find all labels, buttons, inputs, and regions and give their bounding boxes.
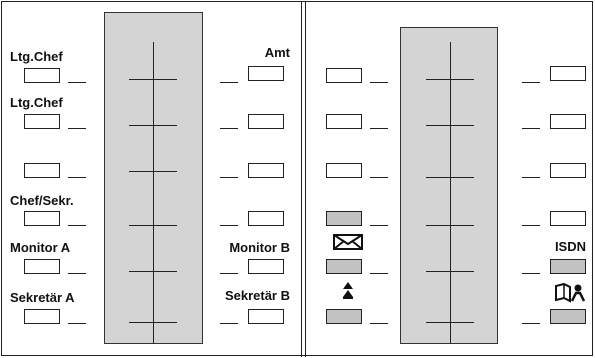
key-led [220,323,238,324]
function-key-shaded[interactable] [550,309,586,324]
key-led [220,128,238,129]
function-key[interactable] [550,66,586,81]
label-isdn: ISDN [554,239,586,254]
label-amt: Amt [264,45,290,60]
key-led [220,177,238,178]
key-led [370,323,388,324]
key-led [370,177,388,178]
function-key[interactable] [326,114,362,129]
label-ltg-chef-1: Ltg.Chef [10,49,63,64]
function-key-shaded[interactable] [326,211,362,226]
strip-divider [426,79,474,80]
function-key[interactable] [550,211,586,226]
function-key[interactable] [326,163,362,178]
key-led [220,82,238,83]
strip-divider [129,79,177,80]
function-key[interactable] [24,163,60,178]
function-key-shaded[interactable] [550,259,586,274]
key-led [68,177,86,178]
strip-divider [426,177,474,178]
function-key[interactable] [24,114,60,129]
strip-divider [426,271,474,272]
strip-divider [129,225,177,226]
key-led [370,225,388,226]
strip-divider [426,225,474,226]
key-led [370,82,388,83]
key-led [68,128,86,129]
key-led [220,225,238,226]
key-led [522,225,540,226]
function-key[interactable] [24,309,60,324]
key-led [68,323,86,324]
strip-center-line [450,42,451,344]
arrow-up-icon [330,281,366,301]
key-led [522,323,540,324]
strip-center-line [153,42,154,344]
strip-divider [426,125,474,126]
label-strip-right [400,27,498,344]
label-monitor-b: Monitor B [229,240,290,255]
label-sekretaer-a: Sekretär A [10,290,75,305]
key-led [522,177,540,178]
key-led [370,128,388,129]
key-led [370,273,388,274]
function-key[interactable] [24,259,60,274]
key-led [68,82,86,83]
phonebook-icon [552,282,588,304]
key-led [68,225,86,226]
strip-divider [426,322,474,323]
panel-divider [301,1,302,357]
label-chef-sekr: Chef/Sekr. [10,193,74,208]
function-key[interactable] [248,163,284,178]
key-led [522,273,540,274]
function-key-shaded[interactable] [326,259,362,274]
envelope-icon [330,233,366,251]
strip-divider [129,271,177,272]
label-monitor-a: Monitor A [10,240,71,255]
function-key[interactable] [248,309,284,324]
function-key[interactable] [24,68,60,83]
key-led [220,273,238,274]
function-key[interactable] [248,66,284,81]
function-key[interactable] [24,211,60,226]
function-key[interactable] [248,114,284,129]
function-key[interactable] [248,259,284,274]
label-ltg-chef-2: Ltg.Chef [10,95,63,110]
panel-divider-2 [305,1,306,357]
function-key[interactable] [550,114,586,129]
key-led [68,273,86,274]
label-sekretaer-b: Sekretär B [224,288,290,303]
function-key[interactable] [326,68,362,83]
strip-divider [129,322,177,323]
function-key[interactable] [550,163,586,178]
strip-divider [129,171,177,172]
key-led [522,128,540,129]
strip-divider [129,125,177,126]
key-led [522,82,540,83]
function-key[interactable] [248,211,284,226]
function-key-shaded[interactable] [326,309,362,324]
